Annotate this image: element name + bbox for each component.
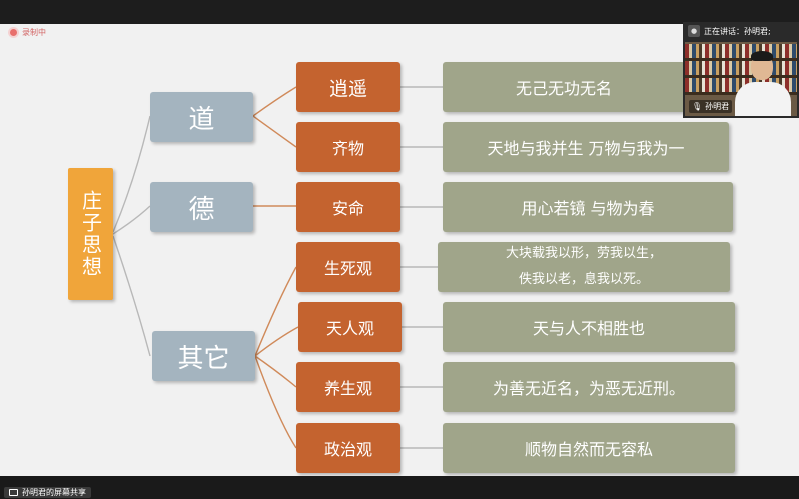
node-qiwu: 齐物 [296,122,400,172]
record-icon [10,28,17,36]
participant-name: 孙明君 [705,102,730,111]
shelf [685,58,797,61]
node-de: 德 [150,182,253,232]
node-dao: 道 [150,92,253,142]
desc-zhengzhi: 顺物自然而无容私 [443,423,735,473]
speaker-video-panel[interactable]: ● 正在讲话：孙明君; 🎙 孙明君 [683,22,799,118]
participant-body [735,82,791,116]
top-bar [0,0,799,24]
speaking-indicator: ● 正在讲话：孙明君; [688,25,771,37]
bookshelf-row [685,61,797,75]
node-xiaoyao: 逍遥 [296,62,400,112]
node-tianren: 天人观 [298,302,402,352]
node-qita: 其它 [152,331,255,381]
shelf [685,75,797,78]
desc-tianren: 天与人不相胜也 [443,302,735,352]
screen-share-indicator[interactable]: 孙明君的屏幕共享 [4,487,91,498]
node-shengsi: 生死观 [296,242,400,292]
participant-hair [751,51,773,61]
participant-video[interactable]: 🎙 孙明君 [685,42,797,116]
desc-xiaoyao: 无己无功无名 [443,62,685,112]
recording-indicator: 录制中 [10,27,46,37]
desc-yangsheng: 为善无近名，为恶无近刑。 [443,362,735,412]
speaker-avatar-icon: ● [688,25,700,37]
screen-share-icon [9,489,18,496]
root-node: 庄子思想 [68,168,113,300]
node-anming: 安命 [296,182,400,232]
participant-name-tag: 🎙 孙明君 [689,100,733,113]
recording-label: 录制中 [22,27,46,37]
desc-qiwu: 天地与我并生 万物与我为一 [443,122,729,172]
speaking-label: 正在讲话：孙明君; [704,26,771,36]
desc-shengsi-line2: 佚我以老，息我以死。 [518,272,649,287]
node-zhengzhi: 政治观 [296,423,400,473]
bookshelf-row [685,44,797,58]
desc-anming: 用心若镜 与物为春 [443,182,733,232]
screen-share-label: 孙明君的屏幕共享 [22,488,86,497]
desc-shengsi: 大块载我以形，劳我以生， 佚我以老，息我以死。 [438,242,730,292]
node-yangsheng: 养生观 [296,362,400,412]
desc-shengsi-line1: 大块载我以形，劳我以生， [505,246,662,261]
bottom-bar [0,476,799,499]
microphone-icon: 🎙 [692,102,703,111]
